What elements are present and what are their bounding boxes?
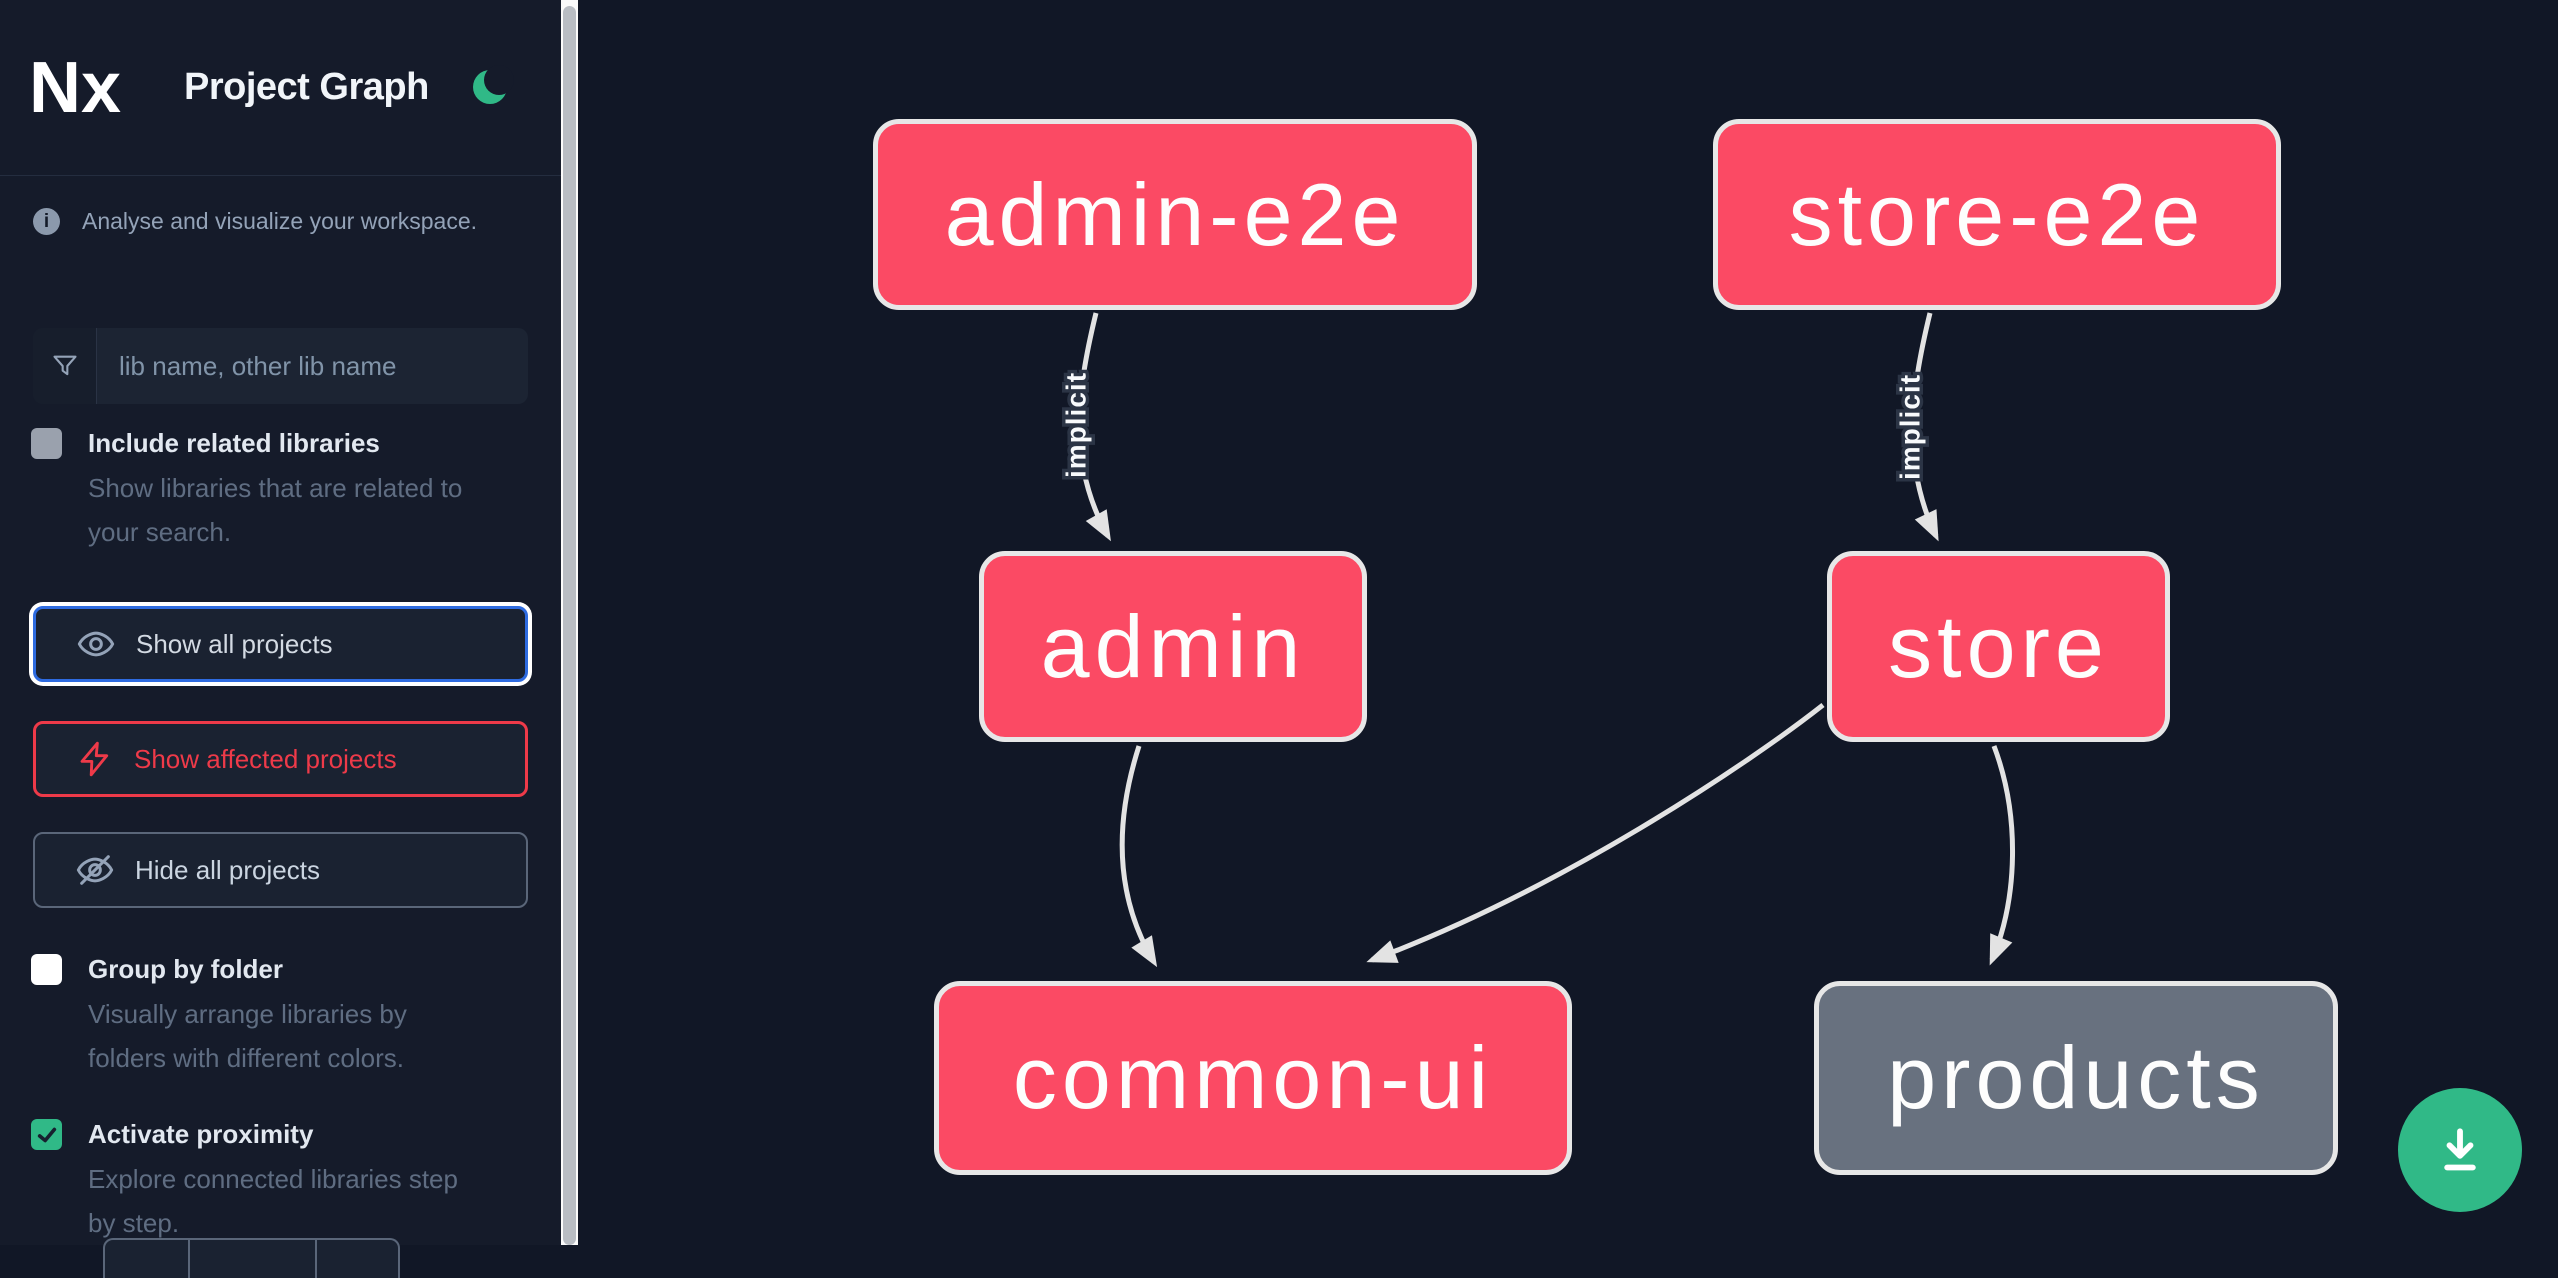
graph-node-admin[interactable]: admin <box>979 551 1367 742</box>
edge-store-to-common-ui <box>1366 703 1825 963</box>
edge-layer: implicit implicit <box>1057 312 2016 968</box>
include-related-label[interactable]: Include related libraries <box>88 428 380 458</box>
info-icon: i <box>33 208 60 235</box>
edge-label-implicit: implicit <box>1894 374 1925 480</box>
hide-all-projects-label: Hide all projects <box>135 854 320 885</box>
download-icon <box>2444 1128 2476 1171</box>
edge-label-implicit: implicit <box>1060 372 1091 478</box>
show-all-projects-label: Show all projects <box>136 628 333 659</box>
workspace-info: i Analyse and visualize your workspace. <box>33 208 477 235</box>
edge-store-e2e-to-store <box>1910 312 1939 542</box>
graph-node-store-e2e[interactable]: store-e2e <box>1713 119 2281 310</box>
activate-proximity-checkbox[interactable] <box>31 1119 62 1150</box>
show-all-projects-button[interactable]: Show all projects <box>33 606 528 682</box>
activate-proximity-description: Explore connected libraries step by step… <box>88 1164 458 1238</box>
group-by-folder-description: Visually arrange libraries by folders wi… <box>88 999 407 1073</box>
include-related-description: Show libraries that are related to your … <box>88 473 463 547</box>
svg-text:Nx: Nx <box>29 48 121 128</box>
edge-store-to-products <box>1989 745 2016 966</box>
graph-node-store[interactable]: store <box>1827 551 2170 742</box>
page-title: Project Graph <box>184 66 429 108</box>
download-graph-button[interactable] <box>2398 1088 2522 1212</box>
hide-all-projects-button[interactable]: Hide all projects <box>33 832 528 908</box>
edge-admin-e2e-to-admin <box>1077 312 1111 542</box>
node-layer: admin-e2e store-e2e admin store common-ui pro… <box>873 119 2338 1175</box>
filter-search-box <box>33 328 528 404</box>
nx-logo-icon: Nx <box>29 48 121 128</box>
sidebar-scrollbar <box>561 0 578 1245</box>
group-by-folder-block: Group by folder Visually arrange librari… <box>31 952 478 1080</box>
sidebar-header: Nx Project Graph <box>0 0 561 176</box>
show-affected-projects-button[interactable]: Show affected projects <box>33 721 528 797</box>
graph-node-products[interactable]: products <box>1814 981 2338 1175</box>
info-text: Analyse and visualize your workspace. <box>82 208 478 234</box>
graph-node-admin-e2e[interactable]: admin-e2e <box>873 119 1477 310</box>
graph-node-common-ui[interactable]: common-ui <box>934 981 1572 1175</box>
sidebar-scrollbar-thumb[interactable] <box>563 6 576 1245</box>
show-affected-projects-label: Show affected projects <box>134 743 397 774</box>
bolt-icon <box>80 741 109 777</box>
group-by-folder-label[interactable]: Group by folder <box>88 954 283 984</box>
eye-icon <box>77 631 115 657</box>
theme-toggle-button[interactable] <box>473 65 514 106</box>
sidebar: Nx Project Graph i Analyse and visualize… <box>0 0 561 1278</box>
edge-admin-to-common-ui <box>1119 745 1158 968</box>
activate-proximity-block: Activate proximity Explore connected lib… <box>31 1117 478 1245</box>
search-input[interactable] <box>97 328 528 404</box>
include-related-checkbox[interactable] <box>31 428 62 459</box>
eye-slash-icon <box>76 855 114 885</box>
group-by-folder-checkbox[interactable] <box>31 954 62 985</box>
include-related-block: Include related libraries Show libraries… <box>31 426 478 554</box>
funnel-icon <box>33 328 97 404</box>
activate-proximity-label[interactable]: Activate proximity <box>88 1119 314 1149</box>
